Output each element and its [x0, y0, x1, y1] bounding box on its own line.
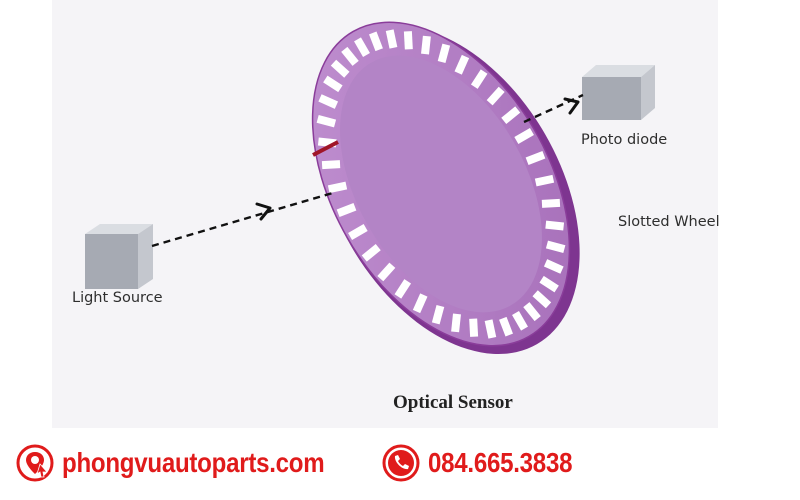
diagram-title: Optical Sensor: [393, 392, 513, 413]
website-link[interactable]: phongvuautoparts.com: [62, 447, 325, 478]
wheel-slot: [323, 75, 343, 93]
wheel-slot: [369, 31, 383, 52]
wheel-slot: [543, 259, 564, 274]
wheel-slot: [348, 224, 368, 240]
slotted-wheel-label: Slotted Wheel: [618, 214, 720, 230]
light-source-label: Light Source: [72, 290, 163, 306]
arrow-icon: [255, 97, 580, 221]
phone-icon: [382, 444, 420, 482]
wheel-slot: [514, 128, 534, 144]
wheel-inner-disk: [340, 55, 542, 313]
wheel-slot: [469, 318, 479, 337]
wheel-slot: [385, 29, 398, 49]
wheel-slot: [318, 94, 339, 109]
wheel-slot: [336, 203, 357, 217]
wheel-slot: [321, 160, 341, 170]
footer-website[interactable]: phongvuautoparts.com: [16, 444, 367, 482]
wheel-slot: [454, 54, 470, 75]
wheel-slot: [361, 244, 381, 262]
wheel-slot: [451, 313, 461, 333]
wheel-slot: [421, 35, 431, 55]
wheel-slot: [470, 69, 488, 89]
wheel-slot: [501, 106, 521, 124]
wheel-slot: [523, 302, 541, 322]
light-source-cube-icon: [85, 224, 153, 289]
wheel-slot: [354, 37, 370, 57]
wheel-slot: [541, 198, 561, 208]
photo-diode-label: Photo diode: [581, 132, 668, 148]
location-pin-icon: [16, 444, 54, 482]
wheel-slot: [512, 311, 528, 331]
wheel-slot: [437, 43, 451, 64]
wheel-slot: [499, 316, 513, 337]
wheel-slot: [327, 181, 348, 194]
wheel-slot: [484, 319, 497, 339]
wheel-slot: [431, 304, 445, 325]
wheel-slot: [539, 275, 559, 293]
beam-marker: [312, 140, 339, 157]
wheel-slot: [545, 240, 566, 254]
wheel-slot: [403, 31, 413, 50]
wheel-slot: [525, 151, 546, 165]
wheel-slot: [394, 279, 412, 299]
wheel-slot: [534, 174, 555, 187]
wheel-slot: [412, 293, 428, 314]
wheel-slot: [330, 59, 350, 78]
footer-phone[interactable]: 084.665.3838: [382, 444, 596, 482]
wheel-slots: [316, 29, 566, 339]
wheel-slot: [545, 220, 565, 231]
phone-number[interactable]: 084.665.3838: [428, 447, 573, 478]
wheel-slot: [316, 114, 337, 128]
wheel-slot: [532, 290, 552, 309]
photo-diode-cube-icon: [582, 65, 655, 120]
wheel-slot: [486, 86, 505, 106]
wheel-slot: [341, 46, 359, 66]
wheel-slot: [377, 262, 396, 282]
